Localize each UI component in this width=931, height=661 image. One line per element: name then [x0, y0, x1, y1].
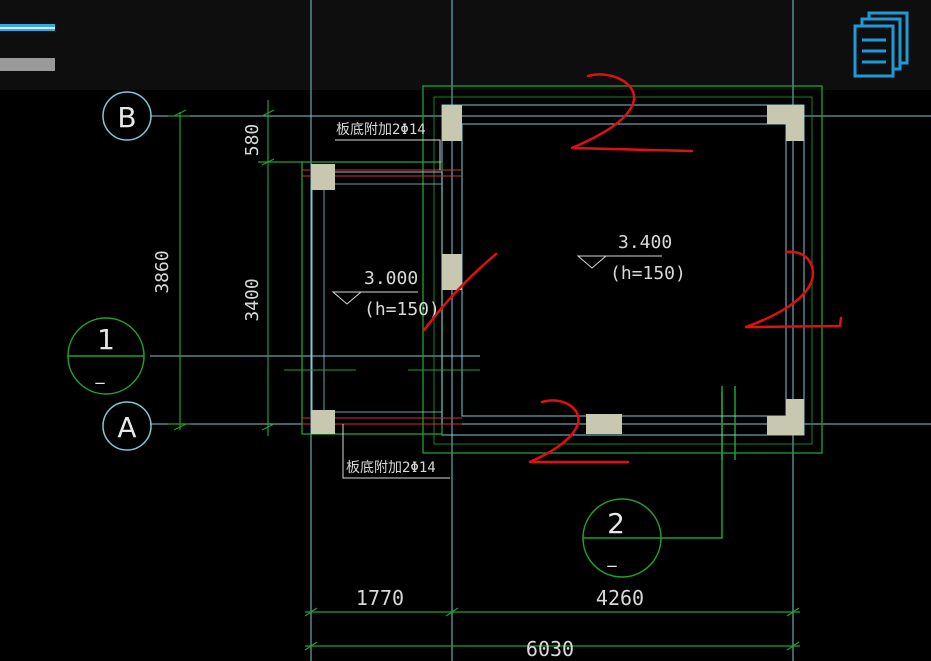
- markup-slash: [422, 252, 498, 332]
- level-marker-right: 3.400 (h=150): [576, 232, 686, 284]
- dimension-lines: [168, 100, 800, 651]
- menu-icon[interactable]: [0, 24, 55, 71]
- section-label-2: 2: [607, 507, 625, 540]
- rebar-label-top: 板底附加2Φ14: [336, 122, 426, 138]
- level-left: 3.000: [364, 268, 418, 289]
- dim-bottom-right: 4260: [596, 586, 644, 610]
- axis-bubble-a: A: [102, 401, 152, 451]
- dim-bottom-left: 1770: [356, 586, 404, 610]
- rebar-annotation-bottom: 板底附加2Φ14: [342, 424, 450, 479]
- dim-bottom-total: 6030: [526, 637, 574, 661]
- axis-bubble-b: B: [102, 91, 152, 141]
- dim-left-lower: 3400: [242, 278, 263, 321]
- red-markup: [422, 73, 843, 464]
- section-sub-2: _: [607, 547, 618, 568]
- dim-left-total: 3860: [152, 250, 173, 293]
- columns: [311, 105, 804, 435]
- axis-lines: [150, 0, 931, 661]
- axis-label-a: A: [117, 411, 136, 444]
- section-bubble-1: 1 _: [67, 317, 145, 395]
- thickness-right: (h=150): [610, 263, 686, 284]
- section-label-1: 1: [97, 323, 115, 356]
- layers-icon[interactable]: [853, 11, 909, 78]
- markup-2-right: [744, 250, 843, 329]
- thickness-left: (h=150): [364, 299, 440, 320]
- level-right: 3.400: [618, 232, 672, 253]
- section-bubble-2: 2 _: [582, 386, 736, 578]
- rebar-label-bottom: 板底附加2Φ14: [346, 460, 436, 476]
- dim-left-upper: 580: [242, 124, 263, 157]
- axis-label-b: B: [117, 101, 136, 134]
- section-sub-1: _: [95, 364, 106, 385]
- level-marker-left: 3.000 (h=150): [331, 268, 440, 320]
- markup-2-top: [570, 73, 694, 153]
- markup-2-bottom: [528, 399, 630, 464]
- top-toolbar: [0, 0, 931, 90]
- rebar-annotation-top: 板底附加2Φ14: [335, 122, 441, 170]
